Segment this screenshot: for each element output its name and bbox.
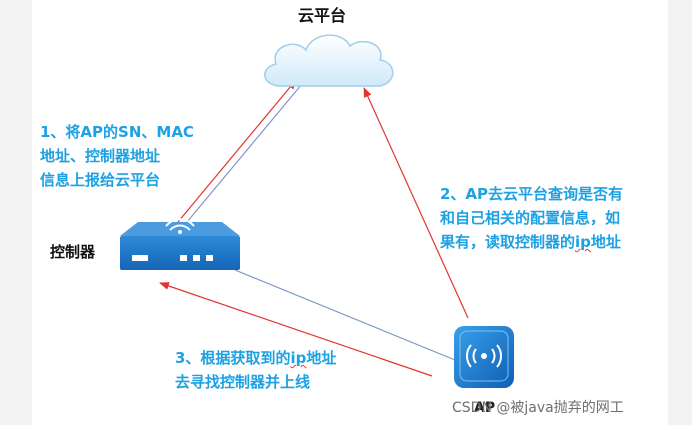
controller-ap-link — [234, 269, 456, 361]
wireless-access-point-icon — [454, 326, 514, 388]
step3-line1-suffix: 地址 — [306, 349, 337, 367]
step3-ip-word: ip — [290, 349, 307, 367]
step3-text: 3、根据获取到的ip地址 去寻找控制器并上线 — [175, 346, 336, 394]
step2-line: 果有，读取控制器的ip地址 — [440, 230, 623, 254]
step3-line: 去寻找控制器并上线 — [175, 373, 311, 391]
step2-line: 和自己相关的配置信息，如 — [440, 209, 621, 227]
step1-text: 1、将AP的SN、MAC 地址、控制器地址 信息上报给云平台 — [40, 120, 194, 192]
step1-line: 信息上报给云平台 — [40, 171, 161, 189]
controller-device-icon — [120, 218, 240, 270]
step2-line: 2、AP去云平台查询是否有 — [440, 185, 624, 203]
arrow-ap-to-controller — [159, 282, 433, 377]
step2-ip-word: ip — [575, 233, 591, 251]
controller-label: 控制器 — [50, 243, 96, 261]
step2-line3-suffix: 地址 — [590, 233, 621, 251]
cloud-icon — [264, 34, 394, 87]
step1-line: 地址、控制器地址 — [40, 147, 161, 165]
step1-line: 1、将AP的SN、MAC — [40, 123, 194, 141]
step3-line: 3、根据获取到的ip地址 — [175, 346, 336, 370]
cloud-platform-label: 云平台 — [298, 6, 347, 25]
step3-line1-prefix: 3、根据获取到的 — [175, 349, 291, 367]
csdn-watermark: CSDN @被java抛弃的网工 — [452, 400, 624, 416]
arrow-ap-to-cloud — [363, 87, 469, 319]
controller-cloud-link — [181, 83, 303, 229]
arrow-controller-to-cloud — [177, 79, 297, 223]
step2-text: 2、AP去云平台查询是否有 和自己相关的配置信息，如 果有，读取控制器的ip地址 — [440, 182, 623, 254]
ap-label: AP — [474, 400, 496, 416]
step2-line3-prefix: 果有，读取控制器的 — [440, 233, 576, 251]
